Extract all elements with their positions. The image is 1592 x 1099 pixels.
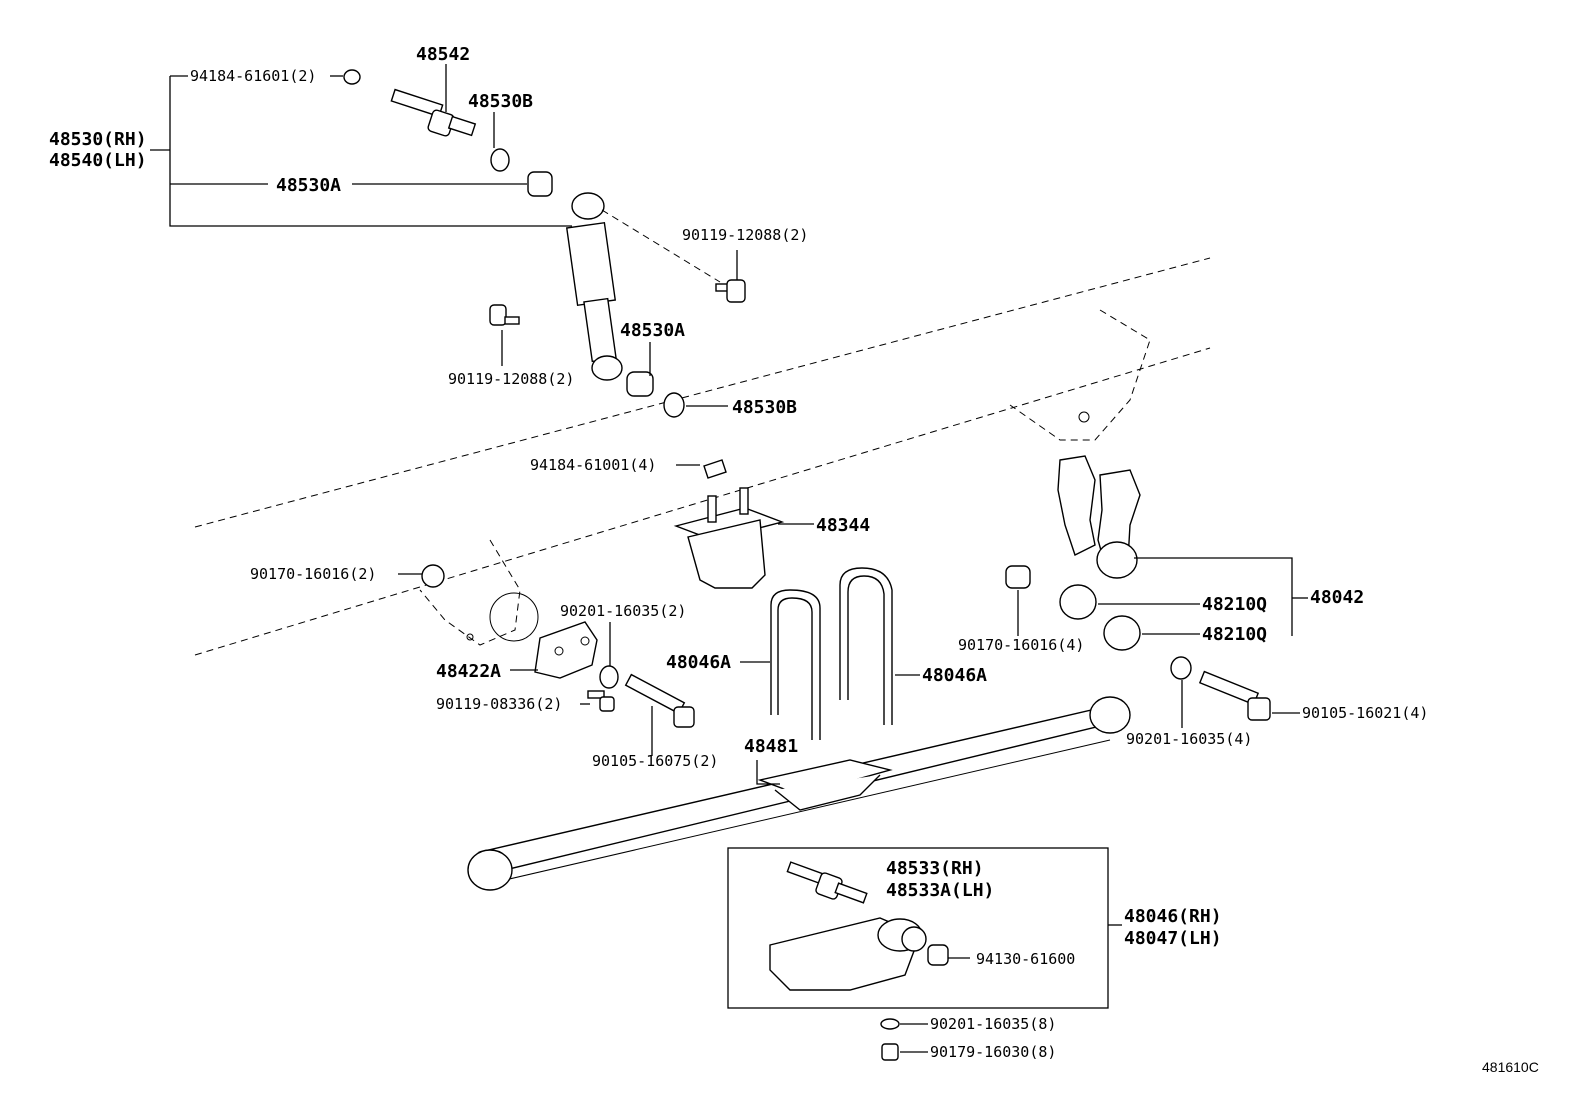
shackle-48042 — [1057, 455, 1141, 579]
label-48540-lh: 48540(LH) — [49, 150, 147, 171]
shock-absorber — [565, 192, 721, 381]
washer-90201-16035-right — [1170, 656, 1192, 680]
u-bolt-48046a-left — [770, 589, 821, 740]
label-48481: 48481 — [744, 736, 798, 757]
label-90170-16016-right: 90170-16016(4) — [958, 636, 1084, 654]
label-90119-12088-left: 90119-12088(2) — [448, 370, 574, 388]
label-48047-lh: 48047(LH) — [1124, 928, 1222, 949]
label-94184-61001: 94184-61001(4) — [530, 456, 656, 474]
nut-94130-61600 — [927, 944, 949, 966]
frame-rail-outline — [194, 257, 1211, 656]
label-48530b-mid: 48530B — [732, 397, 797, 418]
washer-48530b-top — [490, 148, 510, 172]
label-90179-16030: 90179-16030(8) — [930, 1043, 1056, 1061]
leader-lines — [150, 64, 1308, 1053]
label-48046a-left: 48046A — [666, 652, 731, 673]
stud-48542 — [390, 88, 477, 137]
label-48530b-top: 48530B — [468, 91, 533, 112]
bolt-90119-08336 — [587, 690, 615, 712]
washer-90201-16035-bottom — [880, 1018, 900, 1030]
bracket-48422a — [534, 621, 598, 679]
label-90105-16021: 90105-16021(4) — [1302, 704, 1428, 722]
label-48046-rh: 48046(RH) — [1124, 906, 1222, 927]
diagram-code: 481610C — [1482, 1059, 1539, 1075]
label-48530-rh: 48530(RH) — [49, 129, 147, 150]
label-48210q-bottom: 48210Q — [1202, 624, 1267, 645]
bushing-48210q-bottom — [1103, 615, 1141, 651]
label-48046a-right: 48046A — [922, 665, 987, 686]
label-94130-61600: 94130-61600 — [976, 950, 1075, 968]
label-48210q-top: 48210Q — [1202, 594, 1267, 615]
washer-90201-16035-left — [599, 665, 619, 689]
nut-90179-16030 — [881, 1043, 899, 1061]
label-90105-16075: 90105-16075(2) — [592, 752, 718, 770]
label-90201-16035-bottom: 90201-16035(8) — [930, 1015, 1056, 1033]
bolt-90119-12088-right — [715, 279, 746, 303]
spring-seat-48481 — [757, 759, 893, 811]
nut-90170-16016-right — [1005, 565, 1031, 589]
label-48533a-lh: 48533A(LH) — [886, 880, 994, 901]
bushing-48530a-top — [527, 171, 553, 197]
bolt-90105-16075 — [624, 673, 695, 728]
bushing-48210q-top — [1059, 584, 1097, 620]
inset-frame — [727, 847, 1109, 1009]
label-48042: 48042 — [1310, 587, 1364, 608]
label-48344: 48344 — [816, 515, 870, 536]
label-48530a-top: 48530A — [276, 175, 341, 196]
label-90201-16035-left: 90201-16035(2) — [560, 602, 686, 620]
nut-90170-16016-left — [421, 564, 445, 588]
bolt-90105-16021 — [1198, 670, 1271, 721]
label-90119-12088-right: 90119-12088(2) — [682, 226, 808, 244]
label-94184-61601: 94184-61601(2) — [190, 67, 316, 85]
label-48533-rh: 48533(RH) — [886, 858, 984, 879]
nut-94184-61001 — [703, 459, 727, 479]
bump-stopper-48344 — [673, 487, 785, 589]
label-48542: 48542 — [416, 44, 470, 65]
bolt-90119-12088-left — [489, 304, 520, 326]
label-48422a: 48422A — [436, 661, 501, 682]
label-48530a-mid: 48530A — [620, 320, 685, 341]
washer-48530b-mid — [663, 392, 685, 418]
label-90170-16016-left: 90170-16016(2) — [250, 565, 376, 583]
stud-48533 — [786, 861, 868, 904]
spring-plate-48046 — [769, 917, 927, 991]
label-90201-16035-right: 90201-16035(4) — [1126, 730, 1252, 748]
nut-94184-61601 — [343, 69, 361, 85]
label-90119-08336: 90119-08336(2) — [436, 695, 562, 713]
u-bolt-48046a-right — [839, 567, 893, 725]
bushing-48530a-mid — [626, 371, 654, 397]
